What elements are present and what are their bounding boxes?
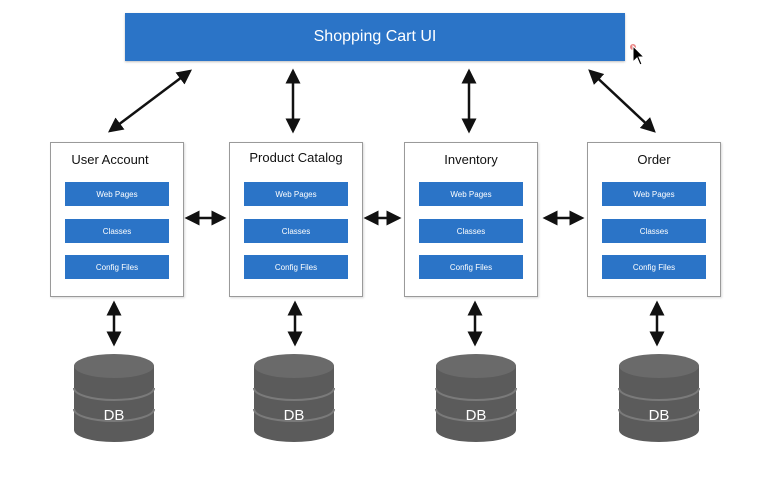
component-config-files: Config Files bbox=[244, 255, 348, 279]
database-user-account: DB bbox=[72, 352, 156, 444]
module-title: Order bbox=[637, 152, 671, 167]
module-title: Product Catalog bbox=[249, 150, 343, 165]
component-config-files: Config Files bbox=[65, 255, 169, 279]
component-web-pages: Web Pages bbox=[419, 182, 523, 206]
database-product-catalog: DB bbox=[252, 352, 336, 444]
component-classes: Classes bbox=[65, 219, 169, 243]
database-inventory: DB bbox=[434, 352, 518, 444]
database-label: DB bbox=[103, 407, 125, 424]
module-inventory: Inventory Web Pages Classes Config Files bbox=[404, 142, 538, 297]
component-config-files: Config Files bbox=[602, 255, 706, 279]
database-label: DB bbox=[465, 407, 487, 424]
mouse-cursor-icon bbox=[630, 44, 646, 66]
database-icon bbox=[435, 354, 517, 442]
database-order: DB bbox=[617, 352, 701, 444]
component-web-pages: Web Pages bbox=[244, 182, 348, 206]
shopping-cart-ui-label: Shopping Cart UI bbox=[313, 28, 437, 45]
component-web-pages: Web Pages bbox=[65, 182, 169, 206]
database-label: DB bbox=[283, 407, 305, 424]
component-classes: Classes bbox=[244, 219, 348, 243]
component-classes: Classes bbox=[419, 219, 523, 243]
arrow-ui-order bbox=[588, 69, 656, 133]
module-order: Order Web Pages Classes Config Files bbox=[587, 142, 721, 297]
component-classes: Classes bbox=[602, 219, 706, 243]
arrow-ui-user-account bbox=[108, 69, 192, 133]
component-web-pages: Web Pages bbox=[602, 182, 706, 206]
module-product-catalog: Product Catalog Web Pages Classes Config… bbox=[229, 142, 363, 297]
module-user-account: User Account Web Pages Classes Config Fi… bbox=[50, 142, 184, 297]
module-title: Inventory bbox=[444, 152, 498, 167]
component-config-files: Config Files bbox=[419, 255, 523, 279]
shopping-cart-ui-bar: Shopping Cart UI bbox=[125, 13, 625, 61]
database-icon bbox=[618, 354, 700, 442]
database-label: DB bbox=[648, 407, 670, 424]
database-icon bbox=[253, 354, 335, 442]
database-icon bbox=[73, 354, 155, 442]
module-title: User Account bbox=[71, 152, 149, 167]
